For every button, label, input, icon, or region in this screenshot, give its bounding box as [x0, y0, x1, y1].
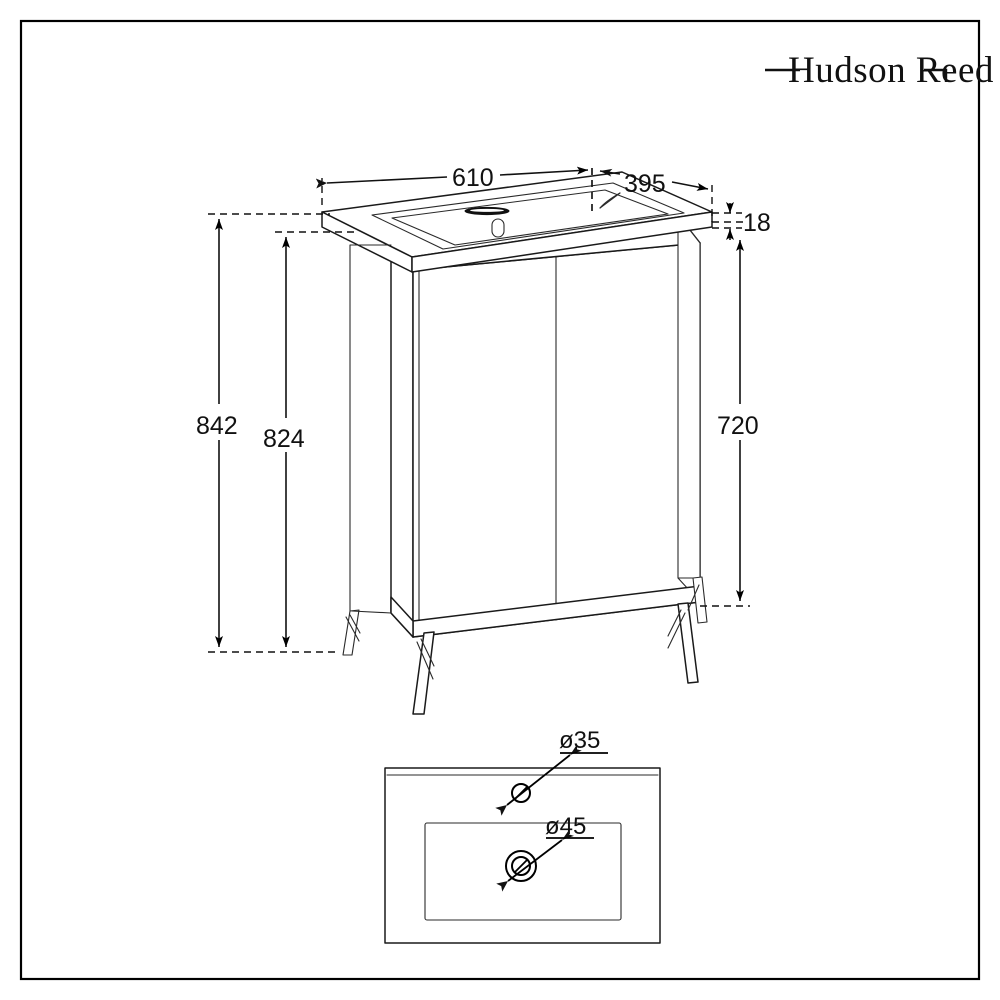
width-dimension: 610	[315, 164, 593, 215]
leg-front-left-bracket-a	[416, 641, 434, 680]
carcass-height-dimension: 720	[700, 221, 759, 607]
waste-hole-leader	[496, 829, 574, 892]
cabinet-back-left-edge	[349, 244, 392, 612]
carcass-height-value: 720	[717, 412, 759, 440]
leg-front-right	[667, 602, 699, 684]
overall-height-dimension: 842	[196, 213, 340, 653]
depth-dimension: 395	[591, 168, 713, 222]
leg-back-right-bracket-a	[687, 584, 700, 611]
dimension-annotations: 610 395 18	[196, 164, 771, 653]
brand-name: Hudson Reed	[788, 50, 994, 91]
leg-front-right-bracket-b	[667, 609, 682, 637]
isometric-view	[321, 171, 713, 715]
leg-front-right-bracket-a	[667, 612, 686, 649]
leg-back-left-body	[342, 609, 360, 656]
cabinet-height-value: 824	[263, 425, 305, 453]
leg-front-left-body	[412, 631, 435, 715]
basin-right-edge	[411, 211, 713, 273]
leg-back-right	[687, 576, 708, 624]
depth-dim-line-left	[599, 168, 621, 177]
width-dimension-value: 610	[452, 164, 494, 192]
leg-back-left-bracket-a	[345, 616, 360, 642]
logo-right-flourish	[924, 68, 948, 82]
cabinet-left-side-panel	[390, 244, 414, 638]
leg-front-right-body	[677, 602, 699, 684]
tap-hole-label: ø35	[559, 727, 600, 754]
leg-front-left	[412, 631, 435, 715]
cabinet-back-bottom-edge	[351, 610, 392, 614]
depth-dimension-value: 395	[624, 170, 666, 198]
width-dim-line-right	[499, 166, 589, 176]
basin-bowl-inner	[391, 189, 669, 246]
depth-dim-line-right	[671, 181, 709, 191]
cabinet-height-dimension: 824	[263, 231, 355, 647]
sheet-border	[19, 19, 981, 981]
cabinet-right-side-panel	[677, 214, 701, 603]
leg-back-right-body	[692, 576, 708, 624]
hudson-reed-logo: Hudson Reed	[765, 50, 994, 91]
tap-hole-leader	[495, 744, 582, 816]
tap-hole-slot-inner	[470, 208, 504, 212]
leg-back-left-bracket-b	[349, 614, 361, 634]
leg-back-left	[342, 609, 361, 656]
width-dim-line-left	[315, 176, 448, 189]
overall-height-value: 842	[196, 412, 238, 440]
top-thickness-value: 18	[743, 209, 771, 237]
plan-waste-hole	[505, 850, 537, 882]
top-thickness-dimension: 18	[712, 202, 771, 240]
tap-hole-callout: ø35	[495, 727, 608, 816]
basin-waste-hole	[491, 218, 505, 238]
waste-hole-label: ø45	[545, 813, 586, 840]
cabinet-bottom-rail-left	[390, 596, 414, 638]
leg-front-left-bracket-b	[420, 638, 435, 667]
waste-hole-callout: ø45	[496, 813, 594, 892]
plan-view: ø35 ø45	[384, 727, 661, 944]
basin-bowl-rim	[371, 182, 685, 250]
basin-bowl-slope-curve	[599, 192, 621, 209]
